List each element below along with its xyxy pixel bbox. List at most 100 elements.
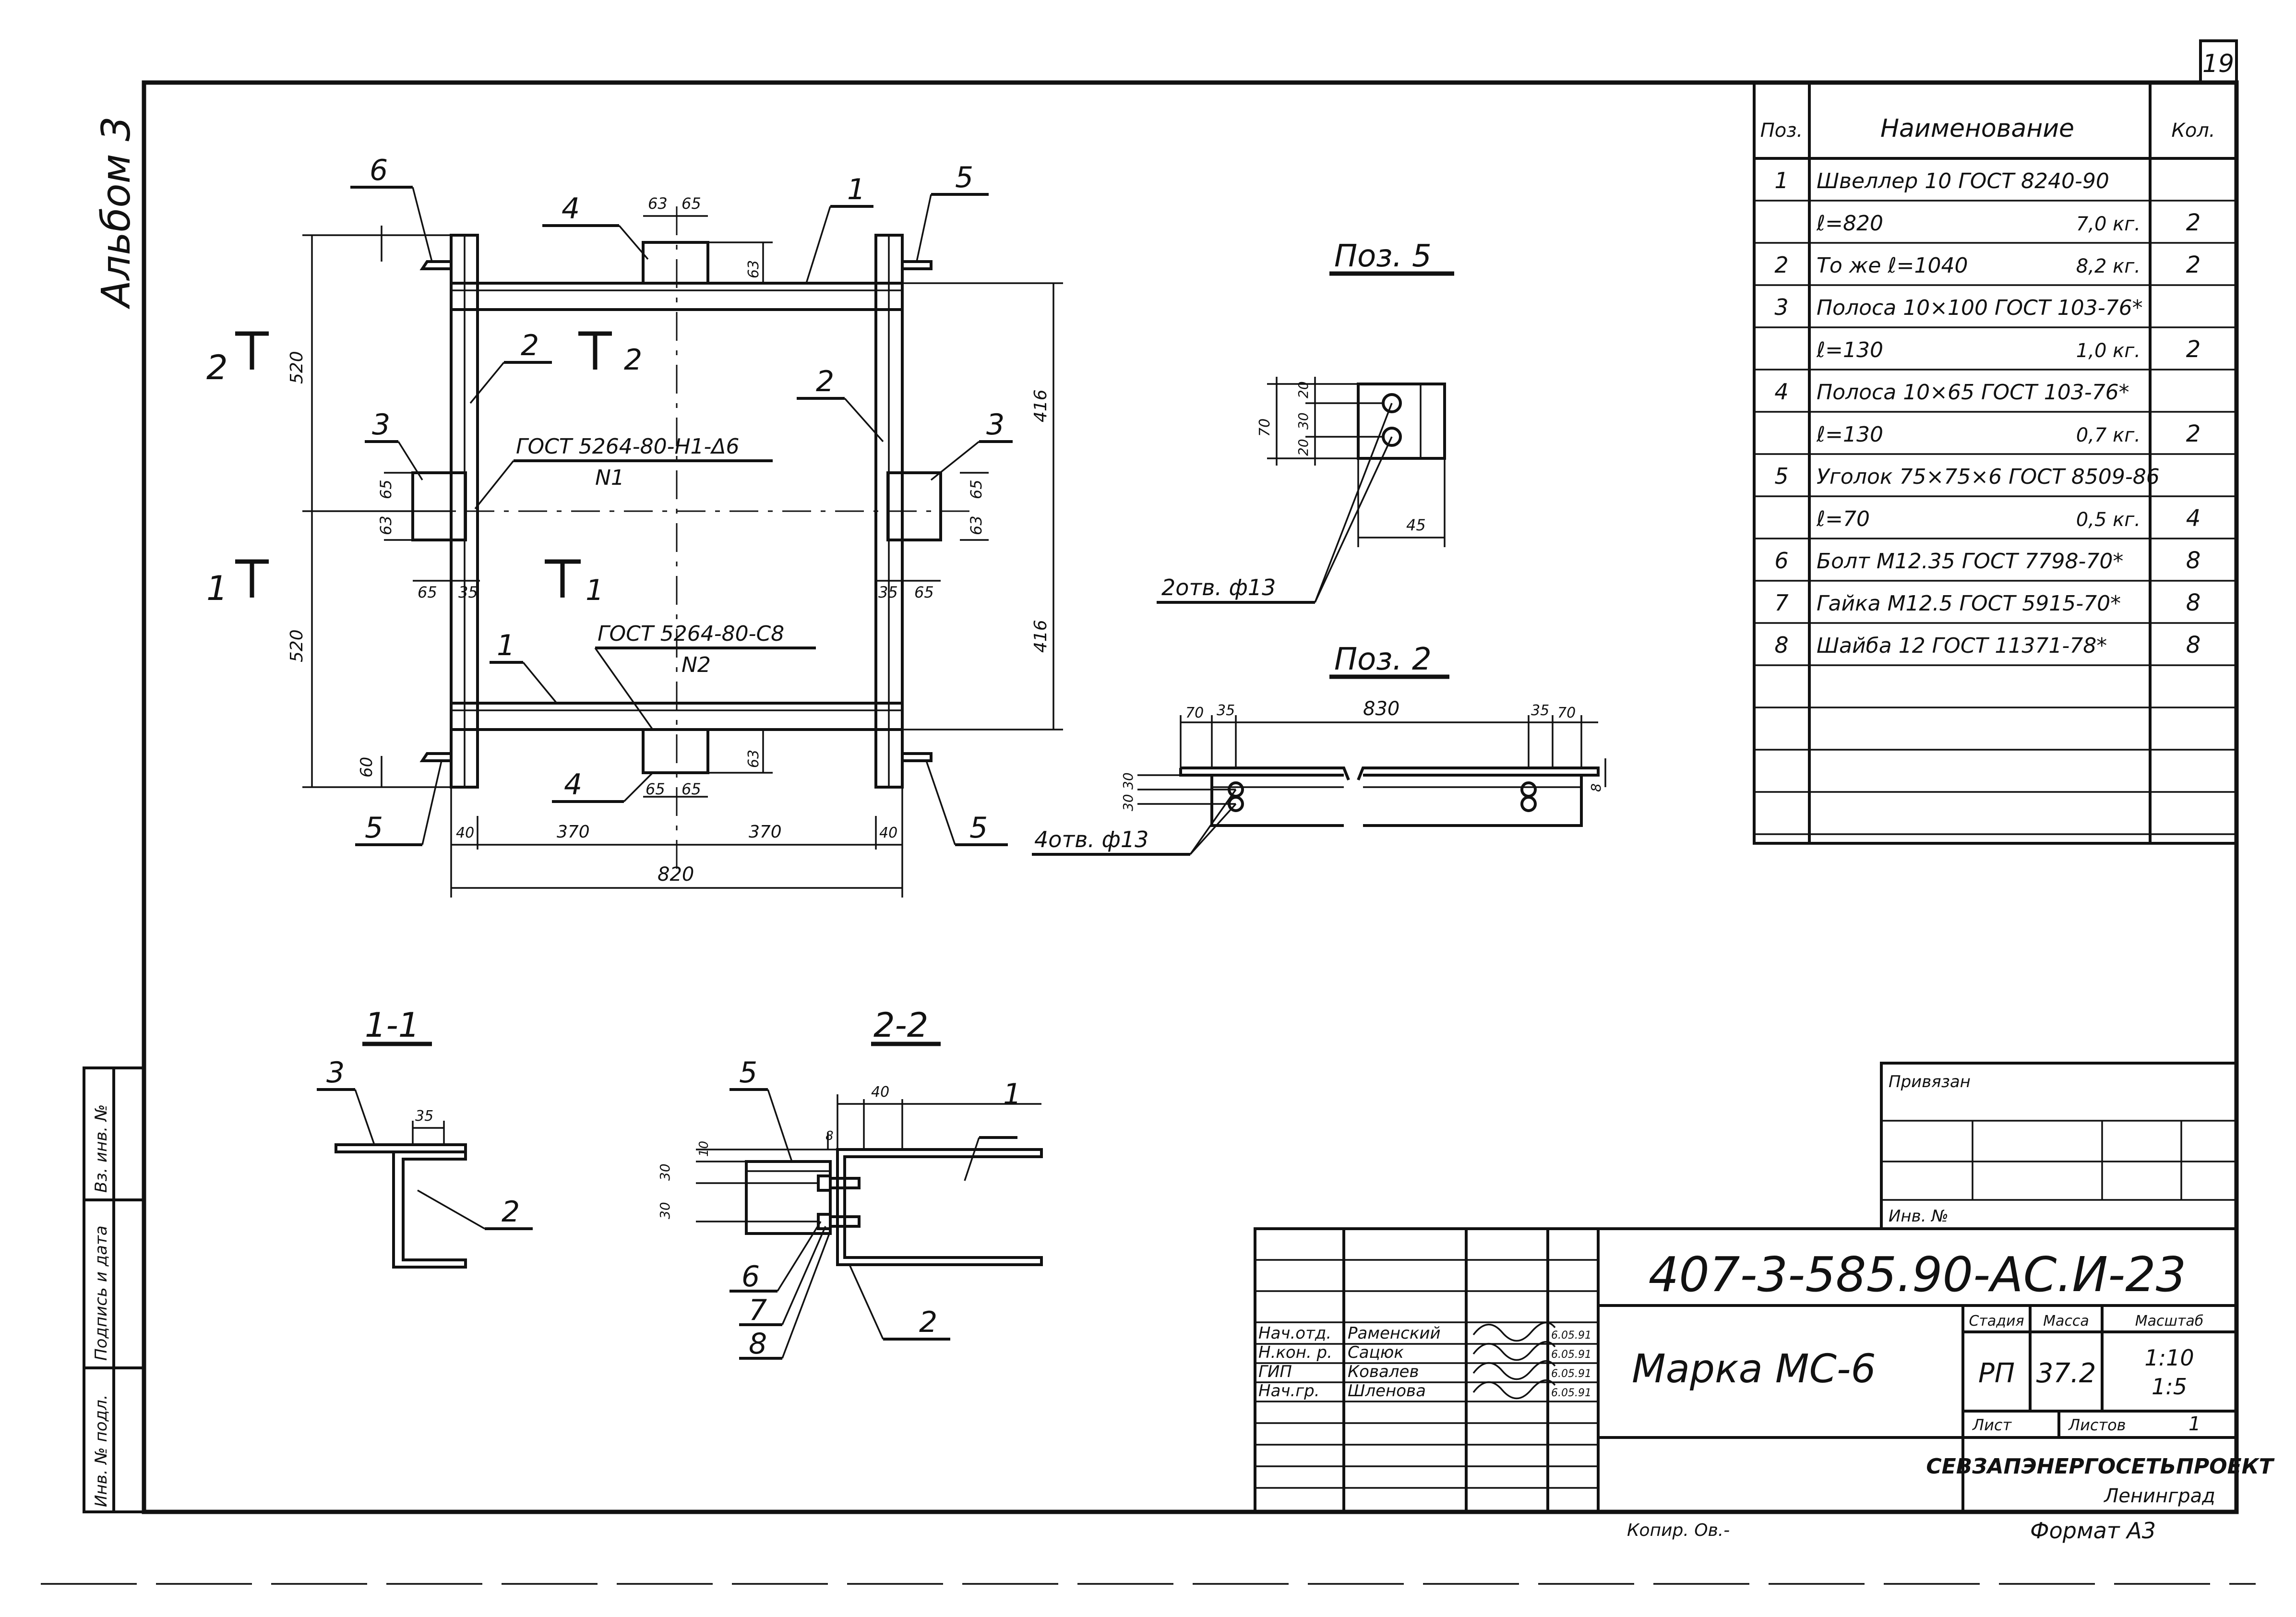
dim-63-top: 63 — [648, 194, 668, 213]
dim-63-left: 63 — [377, 515, 395, 535]
scale-value-2: 1:5 — [2152, 1374, 2187, 1400]
sec11-dim-35: 35 — [415, 1108, 433, 1125]
dim-65-bot-a: 65 — [646, 780, 665, 798]
plate-pos3-left — [411, 471, 467, 541]
spec-pos: 2 — [1774, 252, 1788, 278]
spec-mass: 8,2 кг. — [2076, 255, 2141, 277]
signature-row: Н.кон. р. Сацюк 6.05.91 — [1258, 1341, 1591, 1362]
dim-65-left-a: 65 — [377, 479, 395, 499]
signature-role: Н.кон. р. — [1258, 1343, 1332, 1362]
signature-name: Раменский — [1348, 1324, 1441, 1343]
sec22-dim-40: 40 — [871, 1084, 889, 1101]
sec22-dim-10: 10 — [697, 1141, 711, 1157]
drawing-designation: 407-3-585.90-АС.И-23 — [1649, 1246, 2187, 1303]
scale-value-1: 1:10 — [2144, 1345, 2194, 1371]
svg-text:1: 1 — [1003, 1078, 1021, 1111]
dim-416-bottom: 416 — [1031, 620, 1051, 653]
signature-scribble — [1472, 1360, 1556, 1380]
signature-date: 6.05.91 — [1551, 1368, 1591, 1380]
dim-pos2-70-right: 70 — [1557, 705, 1576, 721]
dim-pos2-8: 8 — [1588, 783, 1604, 792]
city-name: Ленинград — [2103, 1485, 2215, 1507]
inv-label: Инв. № — [1889, 1207, 1949, 1226]
sheets-count: 1 — [2188, 1413, 2200, 1435]
spec-name: Шайба 12 ГОСТ 11371-78* — [1817, 634, 2107, 658]
plate-pos4-top — [642, 241, 709, 285]
signature-role: Нач.отд. — [1258, 1324, 1331, 1343]
signature-date: 6.05.91 — [1551, 1349, 1591, 1361]
svg-text:6: 6 — [741, 1260, 760, 1294]
dim-pos2-830: 830 — [1363, 698, 1399, 720]
spec-mass: 0,7 кг. — [2076, 424, 2141, 446]
signature-date: 6.05.91 — [1551, 1330, 1591, 1342]
stage-value: РП — [1978, 1358, 2015, 1389]
main-view: 520 520 60 416 416 65 63 63 65 65 35 35 … — [206, 154, 1063, 898]
spec-header-pos: Поз. — [1760, 120, 1803, 142]
dim-35-right: 35 — [878, 583, 898, 601]
side-label-inv-orig: Инв. № подл. — [92, 1394, 111, 1507]
side-label-sign-date: Подпись и дата — [92, 1225, 111, 1361]
spec-qty: 2 — [2186, 420, 2201, 447]
stage-header: Стадия — [1969, 1313, 2024, 1330]
scale-header: Масштаб — [2135, 1313, 2204, 1330]
spec-qty: 2 — [2186, 252, 2201, 278]
dim-pos2-70-left: 70 — [1185, 705, 1204, 721]
album-label: Альбом 3 — [94, 116, 139, 310]
pos2-holes-note: 4отв. ф13 — [1034, 826, 1148, 852]
spec-qty: 4 — [2186, 505, 2201, 532]
plate-pos4-bottom — [642, 728, 709, 774]
signature-role: Нач.гр. — [1258, 1381, 1320, 1401]
attached-box: Привязан Инв. № — [1880, 1062, 2238, 1230]
signature-scribble — [1472, 1321, 1556, 1342]
drawing-title: Марка МС-6 — [1632, 1346, 1876, 1392]
weld-note-2-no: N2 — [682, 653, 711, 677]
dim-65-bot-b: 65 — [682, 780, 701, 798]
dim-63-bot-v: 63 — [745, 750, 762, 768]
spec-name: ℓ=130 — [1816, 422, 1883, 447]
svg-text:2: 2 — [919, 1306, 937, 1339]
spec-pos: 7 — [1774, 590, 1788, 616]
section-22-title: 2-2 — [873, 1006, 928, 1045]
spec-name: ℓ=70 — [1816, 507, 1870, 531]
dim-65-left-b: 65 — [418, 583, 437, 601]
weld-note-1-no: N1 — [595, 466, 624, 490]
signature-name: Ковалев — [1348, 1362, 1419, 1381]
svg-text:3: 3 — [372, 408, 390, 442]
dim-520-bottom: 520 — [287, 629, 307, 662]
view-pos2: Поз. 2 70 35 830 35 70 30 30 8 4отв. ф13 — [1032, 642, 1606, 856]
svg-text:2: 2 — [816, 365, 834, 398]
spec-pos: 1 — [1774, 168, 1788, 193]
spec-name: Гайка М12.5 ГОСТ 5915-70* — [1817, 591, 2121, 616]
svg-text:6: 6 — [370, 154, 388, 187]
section-11-title: 1-1 — [365, 1006, 419, 1045]
spec-mass: 7,0 кг. — [2076, 213, 2141, 235]
dim-65-right-a: 65 — [967, 479, 985, 499]
spec-pos: 4 — [1774, 379, 1788, 405]
cut-mark-1-left: 1 — [206, 569, 228, 608]
dim-65-top: 65 — [682, 194, 701, 213]
pos5-holes-note: 2отв. ф13 — [1161, 575, 1276, 600]
spec-qty: 8 — [2186, 547, 2201, 574]
spec-pos: 6 — [1774, 548, 1788, 574]
sheets-label: Листов — [2068, 1416, 2126, 1434]
dim-63-top-v: 63 — [745, 260, 762, 278]
side-label-inv-ref: Вз. инв. № — [92, 1104, 111, 1193]
copied-note: Копир. Ов.- — [1627, 1521, 1730, 1540]
side-strip: Инв. № подл. Подпись и дата Вз. инв. № — [83, 1066, 145, 1513]
spec-qty: 2 — [2186, 209, 2201, 236]
sec22-dim-8: 8 — [825, 1129, 834, 1143]
page-number: 19 — [2202, 49, 2234, 78]
cut-mark-2-right: 2 — [624, 343, 642, 377]
svg-text:3: 3 — [986, 408, 1004, 442]
dim-65-right-b: 65 — [914, 583, 934, 601]
signature-name: Сацюк — [1348, 1343, 1404, 1362]
dim-pos2-30a: 30 — [1120, 772, 1136, 790]
svg-text:5: 5 — [739, 1056, 757, 1090]
view-pos5: Поз. 5 70 20 30 20 45 2отв. ф13 — [1157, 239, 1454, 604]
